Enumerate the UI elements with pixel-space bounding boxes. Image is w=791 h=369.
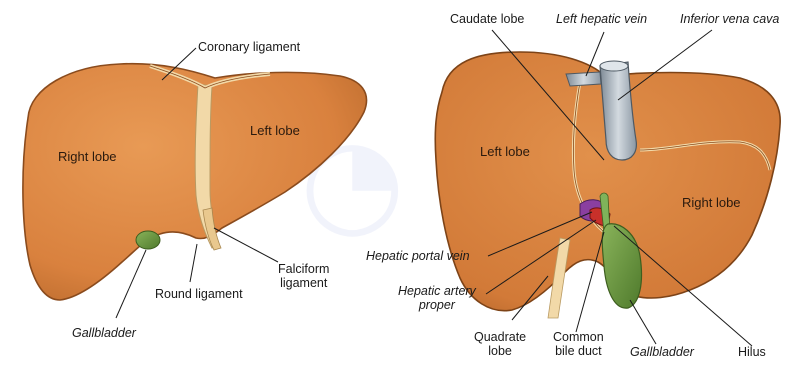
falciform-ligament-label: Falciform ligament [278, 262, 329, 290]
common-bile-duct-label: Common bile duct [553, 330, 604, 358]
quadrate-lobe-label: Quadrate lobe [474, 330, 526, 358]
left-hepatic-vein-shape [566, 72, 601, 86]
gallbladder-shape-left [136, 231, 160, 249]
caudate-lobe-label: Caudate lobe [450, 12, 524, 26]
left-view-gallbladder-label: Gallbladder [72, 326, 136, 340]
right-view-right-lobe-label: Right lobe [682, 196, 741, 210]
inferior-vena-cava-label: Inferior vena cava [680, 12, 779, 26]
left-view-right-lobe-label: Right lobe [58, 150, 117, 164]
hepatic-artery-proper-label: Hepatic artery proper [398, 284, 476, 312]
left-hepatic-vein-label: Left hepatic vein [556, 12, 647, 26]
hilus-label: Hilus [738, 345, 766, 359]
right-view-gallbladder-label: Gallbladder [630, 345, 694, 359]
round-ligament-label: Round ligament [155, 287, 243, 301]
left-view-left-lobe-label: Left lobe [250, 124, 300, 138]
hepatic-portal-vein-label: Hepatic portal vein [366, 249, 470, 263]
right-view-left-lobe-label: Left lobe [480, 145, 530, 159]
coronary-ligament-label: Coronary ligament [198, 40, 300, 54]
posterior-liver [435, 30, 780, 346]
